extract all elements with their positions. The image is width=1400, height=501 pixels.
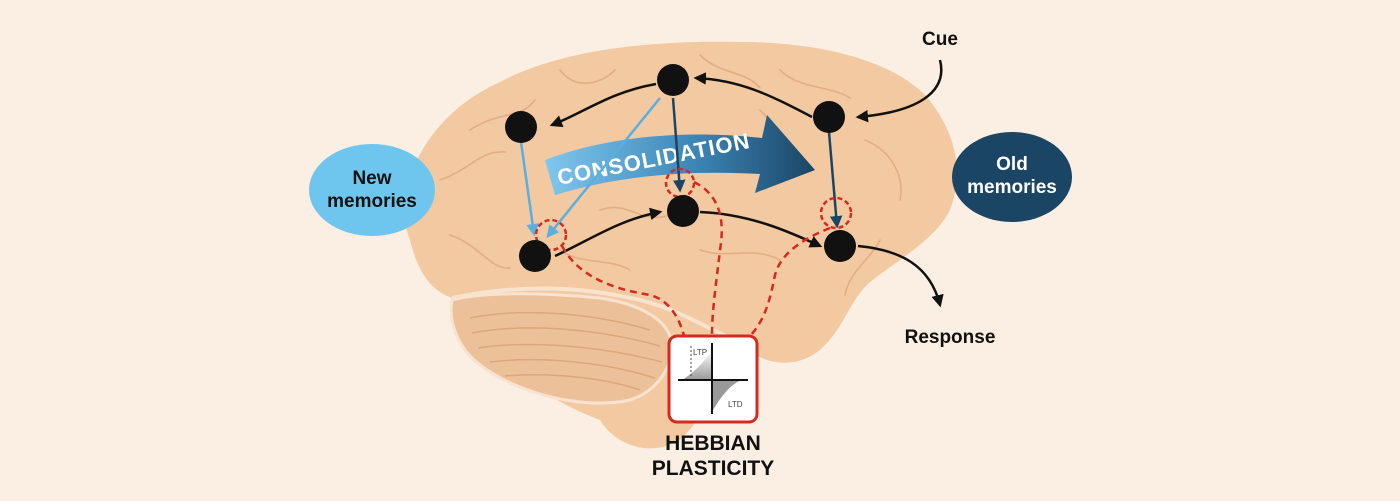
hebbian-line2: PLASTICITY xyxy=(652,457,775,480)
old-memories-oval xyxy=(952,132,1072,222)
new-memories-line1: New xyxy=(352,168,391,189)
temporal-lobe-edge xyxy=(451,286,746,347)
plasticity-links xyxy=(560,180,831,337)
new-memories-line2: memories xyxy=(327,191,417,212)
neuron-bottom-right xyxy=(824,230,856,262)
arrow-mid-to-bottomright xyxy=(699,210,823,248)
hebbian-line1: HEBBIAN xyxy=(665,432,761,455)
arrow-top-diagonal xyxy=(546,97,661,238)
cue-label: Cue xyxy=(922,29,958,50)
neuron-bottom-left xyxy=(519,240,551,272)
old-memories-line1: Old xyxy=(996,154,1028,175)
arrow-right-to-top xyxy=(693,72,813,119)
hebbian-box: LTP LTD xyxy=(667,334,759,424)
brain-folds xyxy=(439,54,902,296)
arrow-right-down xyxy=(827,131,843,229)
dark-connections xyxy=(671,97,843,229)
old-memories-line2: memories xyxy=(967,177,1057,198)
arrow-left-down xyxy=(519,141,539,237)
light-connections xyxy=(519,97,661,238)
neurons xyxy=(505,64,856,272)
synapse-circle-left xyxy=(534,218,568,252)
consolidation-arrow xyxy=(545,115,815,195)
ltd-curve xyxy=(712,380,742,412)
neuron-left xyxy=(505,111,537,143)
new-memories-oval xyxy=(309,144,435,236)
response-label: Response xyxy=(905,327,996,348)
ltp-curve xyxy=(682,350,712,380)
ltp-label: LTP xyxy=(693,348,707,357)
cerebellum-shape xyxy=(449,292,674,405)
neuron-top xyxy=(657,64,689,96)
ltd-label: LTD xyxy=(728,400,743,409)
neuron-mid xyxy=(667,195,699,227)
arrow-top-to-left xyxy=(549,82,657,128)
arrow-top-down xyxy=(671,97,686,193)
black-connections xyxy=(549,59,944,308)
arrow-to-response xyxy=(857,244,944,308)
synapse-circle-right xyxy=(819,196,853,230)
neuron-right xyxy=(813,101,845,133)
cerebellum-folds xyxy=(469,311,663,391)
arrow-cue-to-neuron xyxy=(855,59,943,123)
